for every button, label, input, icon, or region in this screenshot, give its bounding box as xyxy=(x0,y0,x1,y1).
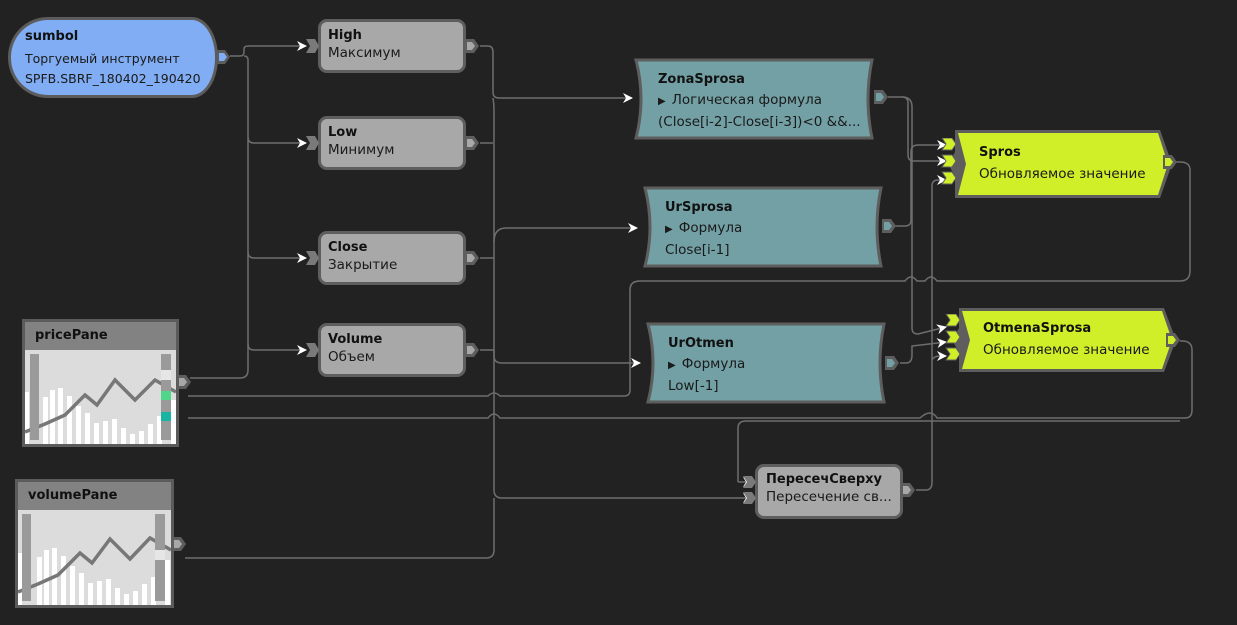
wire-sumbol-volume xyxy=(247,252,307,355)
node-close[interactable]: Close Закрытие xyxy=(318,231,466,285)
wire-urotmen-otmena xyxy=(900,338,947,364)
output-port-icon[interactable] xyxy=(874,90,890,104)
output-port-icon[interactable] xyxy=(901,483,917,497)
node-subtitle: Пересечение св... xyxy=(766,489,892,505)
input-port-icon[interactable] xyxy=(306,251,320,265)
input-ports-icon[interactable] xyxy=(940,138,958,188)
wire-high-zonasprosa xyxy=(480,45,633,103)
output-port-icon[interactable] xyxy=(465,251,481,265)
wire-peresech-otmena xyxy=(931,351,947,361)
output-port-icon[interactable] xyxy=(465,39,481,53)
node-ursprosa[interactable]: UrSprosa ▶ Формула Close[i-1] xyxy=(647,190,742,260)
wire-zonasprosa-otmena xyxy=(901,96,947,335)
wire-sumbol-high xyxy=(230,41,307,57)
node-spros[interactable]: Spros Обновляемое значение xyxy=(957,131,1146,182)
node-formula: Close[i-1] xyxy=(665,242,730,258)
wire-pricepane-urotmen xyxy=(188,161,1191,397)
node-title: Volume xyxy=(328,332,383,347)
value-node-shape xyxy=(948,130,1172,198)
wire-ursprosa-spros xyxy=(895,140,947,227)
output-port-icon[interactable] xyxy=(465,343,481,357)
node-title: OtmenaSprosa xyxy=(983,321,1092,336)
wire-bus-vertical xyxy=(492,97,753,503)
output-port-icon[interactable] xyxy=(216,49,232,65)
node-title: Spros xyxy=(979,145,1021,160)
node-subtitle: Торгуемый инструмент xyxy=(25,51,180,66)
node-title: UrOtmen xyxy=(668,336,734,351)
pane-preview xyxy=(24,350,177,444)
node-zonasprosa[interactable]: ZonaSprosa ▶ Логическая формула (Close[i-… xyxy=(640,62,861,132)
wire-volumepane xyxy=(185,498,495,559)
output-port-icon[interactable] xyxy=(172,537,188,551)
node-peresech[interactable]: ПересечСверху Пересечение св... xyxy=(755,464,903,519)
node-subtitle: Обновляемое значение xyxy=(979,166,1146,182)
node-formula: (Close[i-2]-Close[i-3])<0 &&... xyxy=(658,114,861,130)
formula-node-shape xyxy=(646,322,886,404)
node-title: Close xyxy=(328,240,368,255)
pane-preview xyxy=(17,510,172,605)
node-subtitle: Закрытие xyxy=(328,257,398,273)
node-type: Формула xyxy=(681,356,746,372)
node-title: Low xyxy=(328,125,358,140)
wire-zonasprosa-spros xyxy=(888,96,947,166)
input-port-icon[interactable] xyxy=(306,39,320,53)
output-port-icon[interactable] xyxy=(885,356,901,370)
node-formula: Low[-1] xyxy=(668,378,719,394)
node-title: UrSprosa xyxy=(665,200,733,215)
wire-otmena-peresech xyxy=(737,420,1180,482)
node-value: SPFB.SBRF_180402_190420 xyxy=(25,71,201,86)
pane-title: pricePane xyxy=(25,322,176,350)
node-low[interactable]: Low Минимум xyxy=(318,116,466,170)
node-urotmen[interactable]: UrOtmen ▶ Формула Low[-1] xyxy=(650,326,745,396)
output-port-icon[interactable] xyxy=(882,219,898,233)
node-type: Формула xyxy=(678,220,743,236)
wire-pricepane-sumbol xyxy=(190,344,249,379)
output-port-icon[interactable] xyxy=(177,375,193,389)
output-port-icon[interactable] xyxy=(1166,333,1182,347)
formula-node-shape xyxy=(643,186,883,268)
node-type: Логическая формула xyxy=(671,92,822,108)
node-volume[interactable]: Volume Объем xyxy=(318,323,466,377)
node-title: High xyxy=(328,28,362,43)
input-port-icon[interactable] xyxy=(306,343,320,357)
pane-title: volumePane xyxy=(18,482,171,510)
wire-close-ursprosa xyxy=(480,228,637,259)
output-port-icon[interactable] xyxy=(465,136,481,150)
output-port-icon[interactable] xyxy=(1163,155,1179,169)
node-subtitle: Обновляемое значение xyxy=(983,342,1150,358)
node-sumbol[interactable]: sumbol Торгуемый инструмент SPFB.SBRF_18… xyxy=(8,17,218,98)
formula-node-shape xyxy=(634,58,874,140)
node-title: ZonaSprosa xyxy=(658,72,745,87)
node-title: ПересечСверху xyxy=(766,472,883,487)
wire-peresech-spros xyxy=(916,175,947,491)
node-subtitle: Объем xyxy=(328,349,375,365)
wire-sumbol-close xyxy=(247,137,307,263)
value-node-shape xyxy=(952,308,1176,372)
node-pricepane[interactable]: pricePane xyxy=(22,319,179,447)
node-otmenasprosa[interactable]: OtmenaSprosa Обновляемое значение xyxy=(961,307,1150,358)
input-ports-icon[interactable] xyxy=(743,476,757,506)
input-ports-icon[interactable] xyxy=(944,314,962,364)
expand-icon[interactable]: ▶ xyxy=(658,96,666,107)
node-title: sumbol xyxy=(25,29,79,44)
wire-volume-urotmen xyxy=(480,349,640,363)
wire-sumbol-low xyxy=(243,55,307,148)
wire-pricepane-otmena xyxy=(188,340,1193,419)
chart-preview-icon xyxy=(17,514,172,605)
expand-icon[interactable]: ▶ xyxy=(668,360,676,371)
node-high[interactable]: High Максимум xyxy=(318,19,466,73)
node-subtitle: Максимум xyxy=(328,45,401,61)
node-volumepane[interactable]: volumePane xyxy=(15,479,174,608)
input-port-icon[interactable] xyxy=(306,136,320,150)
node-subtitle: Минимум xyxy=(328,142,395,158)
chart-preview-icon xyxy=(24,354,177,444)
expand-icon[interactable]: ▶ xyxy=(665,224,673,235)
